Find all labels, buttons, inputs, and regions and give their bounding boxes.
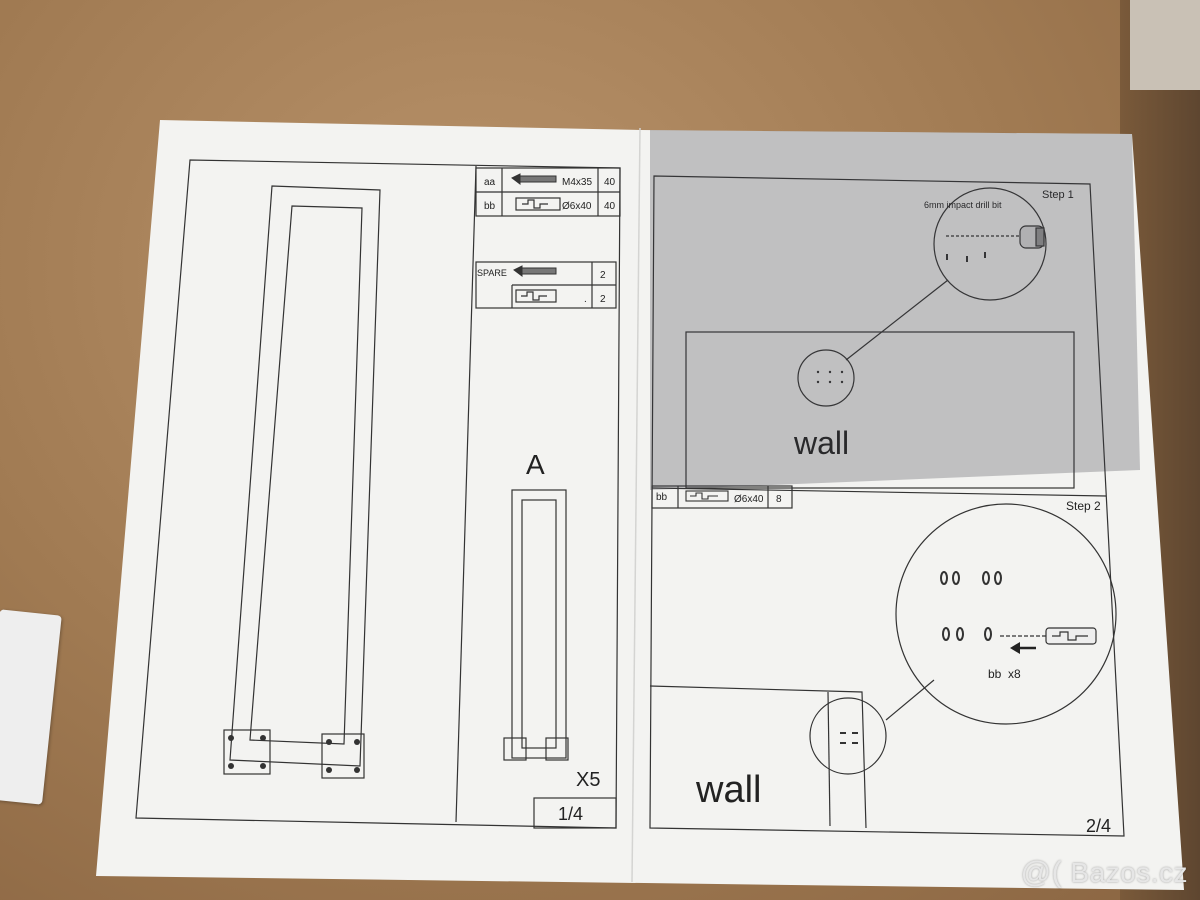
spare-row-1-qty: 2	[600, 270, 606, 281]
bb-row-table	[651, 485, 793, 509]
step-divider	[651, 487, 1107, 497]
page-right-border	[649, 175, 1125, 837]
parts-row-aa-qty: 40	[604, 177, 616, 188]
step1-label: Step 1	[1042, 189, 1074, 201]
spare-row-2-qty: 2	[600, 294, 606, 305]
leg-a-outer	[511, 489, 567, 759]
spare-label: SPARE	[477, 268, 507, 278]
page-right	[649, 175, 1125, 837]
parts-row-bb-code: bb	[484, 201, 496, 212]
parts-row-bb-size: Ø6x40	[562, 201, 592, 212]
step2-detail-circle	[895, 503, 1117, 725]
foot-plate-right	[321, 733, 365, 779]
step2-wall-circle	[809, 697, 887, 775]
paper-sheet	[96, 120, 1184, 890]
step2-wall-rect	[649, 685, 867, 829]
page-left-divider	[455, 165, 477, 823]
page-left-border	[135, 159, 621, 829]
screw-icon	[511, 173, 557, 185]
step2-wall-label: wall	[695, 769, 761, 811]
leg-outer-outline	[229, 185, 381, 767]
paper-fold	[631, 127, 641, 883]
parts-table	[475, 167, 621, 217]
multiplier: X5	[576, 769, 600, 791]
step2-wall-holes	[840, 732, 858, 744]
spare-screw-icon	[513, 265, 557, 277]
spare-row-2-dot: .	[584, 294, 587, 305]
step1-detail-circle	[933, 187, 1047, 301]
bb-row-size: Ø6x40	[734, 494, 764, 505]
step1-leader-line	[845, 279, 949, 361]
step2-leader-line	[885, 679, 935, 721]
part-letter: A	[526, 449, 545, 480]
bb-row-anchor-icon	[685, 490, 729, 502]
bb-row-code: bb	[656, 492, 668, 503]
step2-count-label: bb x8	[988, 667, 1021, 681]
spare-anchor-icon	[515, 289, 557, 303]
step2-label: Step 2	[1066, 499, 1101, 513]
step1-wall-label: wall	[793, 425, 849, 461]
parts-row-aa-code: aa	[484, 177, 496, 188]
step2-wall-edge	[827, 691, 831, 827]
watermark-at-sign: @(	[1020, 856, 1063, 889]
foot-plate-screws	[228, 735, 360, 773]
leg-a-foot-left	[503, 737, 527, 761]
drill-bit-icon	[946, 225, 1045, 249]
page-right-number: 2/4	[1086, 816, 1111, 836]
parts-row-aa-size: M4x35	[562, 177, 592, 188]
sticker-label	[0, 609, 62, 805]
wall-anchor-icon	[515, 197, 561, 211]
drill-bit-note: 6mm impact drill bit	[924, 200, 1002, 210]
watermark: @( Bazos.cz	[1021, 856, 1188, 890]
page-left-number-box	[533, 797, 617, 829]
foot-plate-left	[223, 729, 271, 775]
cardboard-corner	[1130, 0, 1200, 90]
page-left	[135, 159, 621, 829]
cardboard-edge	[1120, 0, 1200, 900]
bb-row-qty: 8	[776, 494, 782, 505]
leg-a-inner	[521, 499, 557, 749]
step2-holes	[940, 571, 1002, 641]
step2-anchor-icon	[1000, 627, 1097, 645]
arrow-left-icon	[1010, 642, 1036, 654]
leg-inner-outline	[249, 205, 363, 745]
watermark-text: Bazos.cz	[1070, 857, 1188, 888]
spare-table	[475, 261, 617, 309]
page-left-number: 1/4	[558, 804, 583, 824]
step1-wall-rect	[685, 331, 1075, 489]
step1-holes	[816, 252, 986, 384]
parts-row-bb-qty: 40	[604, 201, 616, 212]
step1-drill-point-circle	[797, 349, 855, 407]
leg-a-foot-right	[545, 737, 569, 761]
